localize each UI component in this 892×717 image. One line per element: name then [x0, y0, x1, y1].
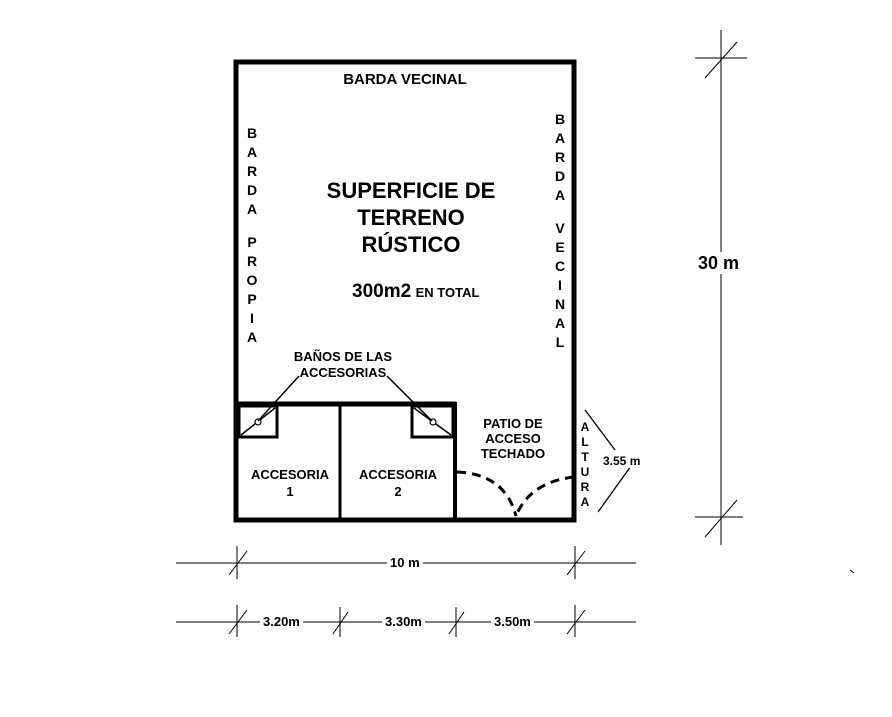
stacked-char: D — [554, 168, 566, 184]
height-value: 3.55 m — [602, 454, 642, 468]
lot-title-line-2: TERRENO — [357, 205, 465, 230]
stacked-char: A — [246, 329, 258, 345]
dim-seg1-label: 3.20m — [260, 615, 303, 628]
stacked-char: C — [554, 258, 566, 274]
stacked-char: D — [246, 182, 258, 198]
baths-label-line-2: ACCESORIAS — [299, 365, 387, 380]
stacked-char: A — [246, 201, 258, 217]
stacked-char: R — [246, 163, 258, 179]
bath-leader-left — [257, 375, 300, 422]
stacked-char: A — [554, 187, 566, 203]
stacked-char — [244, 219, 260, 233]
stacked-char — [552, 205, 568, 219]
height-ext-top — [584, 409, 616, 451]
patio-line-2: ACCESO — [485, 431, 541, 446]
dim-10m-label: 10 m — [387, 556, 423, 569]
door-swing-left — [456, 470, 518, 517]
room-1-label: ACCESORIA 1 — [240, 466, 340, 500]
stacked-char: L — [555, 334, 565, 350]
top-wall-label: BARDA VECINAL — [343, 71, 467, 88]
room-1-line-2: 1 — [286, 484, 294, 499]
door-swing-right — [514, 475, 575, 517]
lot-boundary — [233, 59, 577, 523]
patio-line-1: PATIO DE — [483, 416, 543, 431]
stacked-char: A — [580, 420, 590, 434]
stacked-char: B — [554, 111, 566, 127]
stacked-char: B — [246, 125, 258, 141]
stacked-char: N — [554, 296, 566, 312]
lot-title-line-1: SUPERFICIE DE — [326, 178, 496, 203]
bathroom-1-drain — [254, 418, 262, 426]
patio-label: PATIO DE ACCESO TECHADO — [460, 416, 566, 461]
lot-area: 300m2 EN TOTAL — [352, 282, 479, 301]
baths-label-line-1: BAÑOS DE LAS — [293, 349, 393, 364]
height-ext-bottom — [597, 465, 632, 513]
patio-line-3: TECHADO — [480, 446, 546, 461]
stacked-char: R — [580, 480, 590, 494]
bathroom-2 — [410, 404, 455, 439]
area-note: EN TOTAL — [415, 285, 480, 300]
stacked-char: L — [581, 435, 589, 449]
stacked-char: A — [554, 130, 566, 146]
bath-leader-right — [386, 375, 433, 422]
area-value: 300m2 — [352, 281, 412, 302]
stacked-char: A — [554, 315, 566, 331]
room-2-line-2: 2 — [394, 484, 402, 499]
stacked-char: U — [580, 465, 590, 479]
stacked-char: P — [247, 234, 257, 250]
lot-title-line-3: RÚSTICO — [361, 232, 461, 257]
stacked-char: A — [246, 144, 258, 160]
stacked-char: R — [246, 253, 258, 269]
baths-label: BAÑOS DE LAS ACCESORIAS — [278, 349, 408, 381]
room-2-line-1: ACCESORIA — [358, 467, 437, 482]
stacked-char: I — [558, 277, 562, 293]
stacked-char: E — [555, 239, 565, 255]
stacked-char: T — [581, 450, 589, 464]
stacked-char: I — [250, 310, 254, 326]
dim-seg2-label: 3.30m — [382, 615, 425, 628]
dim-seg3-label: 3.50m — [491, 615, 534, 628]
stacked-char: P — [247, 291, 257, 307]
stacked-char: O — [246, 272, 258, 288]
dim-30m-label: 30 m — [695, 252, 743, 274]
stacked-char: R — [554, 149, 566, 165]
room-2-label: ACCESORIA 2 — [342, 466, 454, 500]
stacked-char: A — [580, 495, 590, 509]
stacked-char: V — [555, 220, 565, 236]
bathroom-1 — [237, 404, 279, 439]
room-1-line-1: ACCESORIA — [250, 467, 329, 482]
lot-title: SUPERFICIE DE TERRENO RÚSTICO — [290, 177, 532, 258]
